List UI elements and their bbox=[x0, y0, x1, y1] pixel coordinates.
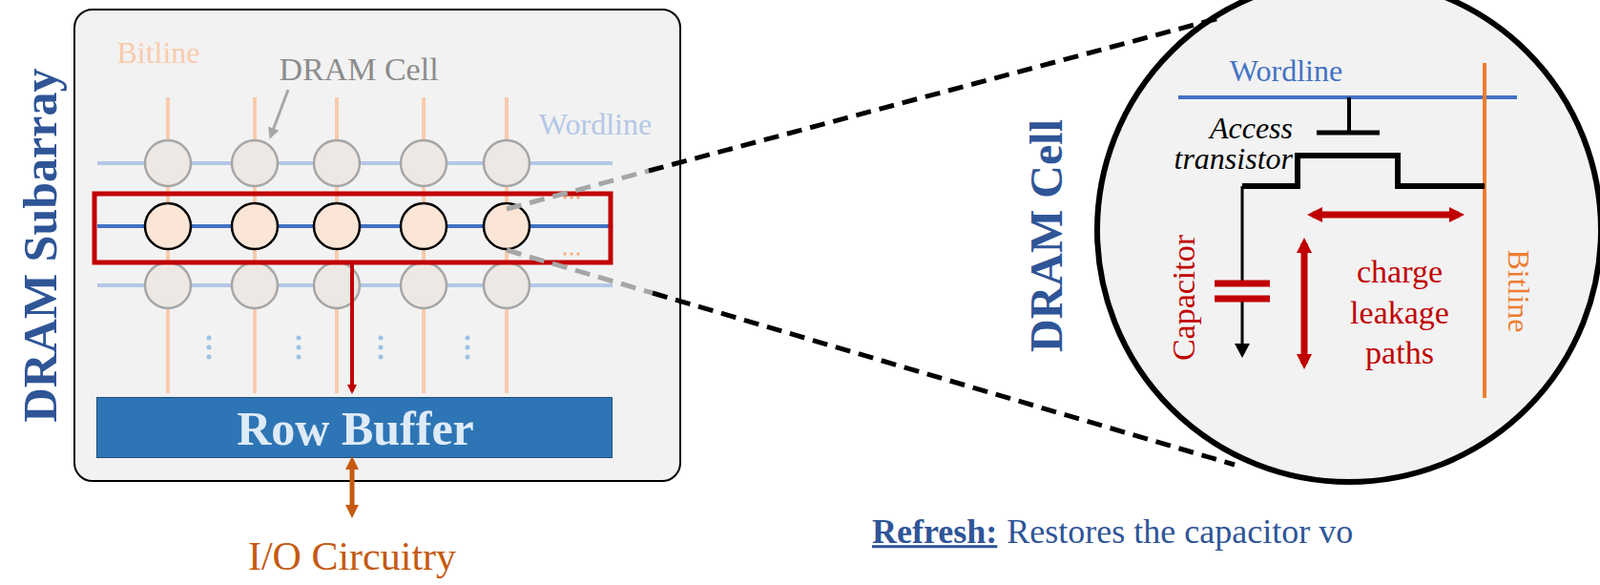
wordline-label: Wordline bbox=[1229, 54, 1343, 88]
refresh-text: Restores the capacitor vo bbox=[1006, 513, 1353, 552]
zoom-title: DRAM Cell bbox=[1021, 119, 1073, 353]
refresh-term: Refresh: bbox=[872, 513, 998, 552]
panel-title: DRAM Subarray bbox=[14, 68, 67, 423]
bitline-label: Bitline bbox=[1500, 249, 1535, 333]
capacitor-label: Capacitor bbox=[1165, 234, 1202, 361]
bitline-label: Bitline bbox=[116, 36, 200, 70]
transistor-label: Access transistor bbox=[1130, 112, 1293, 174]
io-label: I/O Circuitry bbox=[248, 534, 457, 579]
leakage-label: charge leakage paths bbox=[1328, 251, 1472, 375]
cell-label: DRAM Cell bbox=[278, 51, 438, 87]
row-buffer-label: Row Buffer bbox=[236, 402, 475, 456]
row-buffer-box: Row Buffer bbox=[96, 396, 613, 458]
wordline-label: Wordline bbox=[539, 107, 652, 142]
